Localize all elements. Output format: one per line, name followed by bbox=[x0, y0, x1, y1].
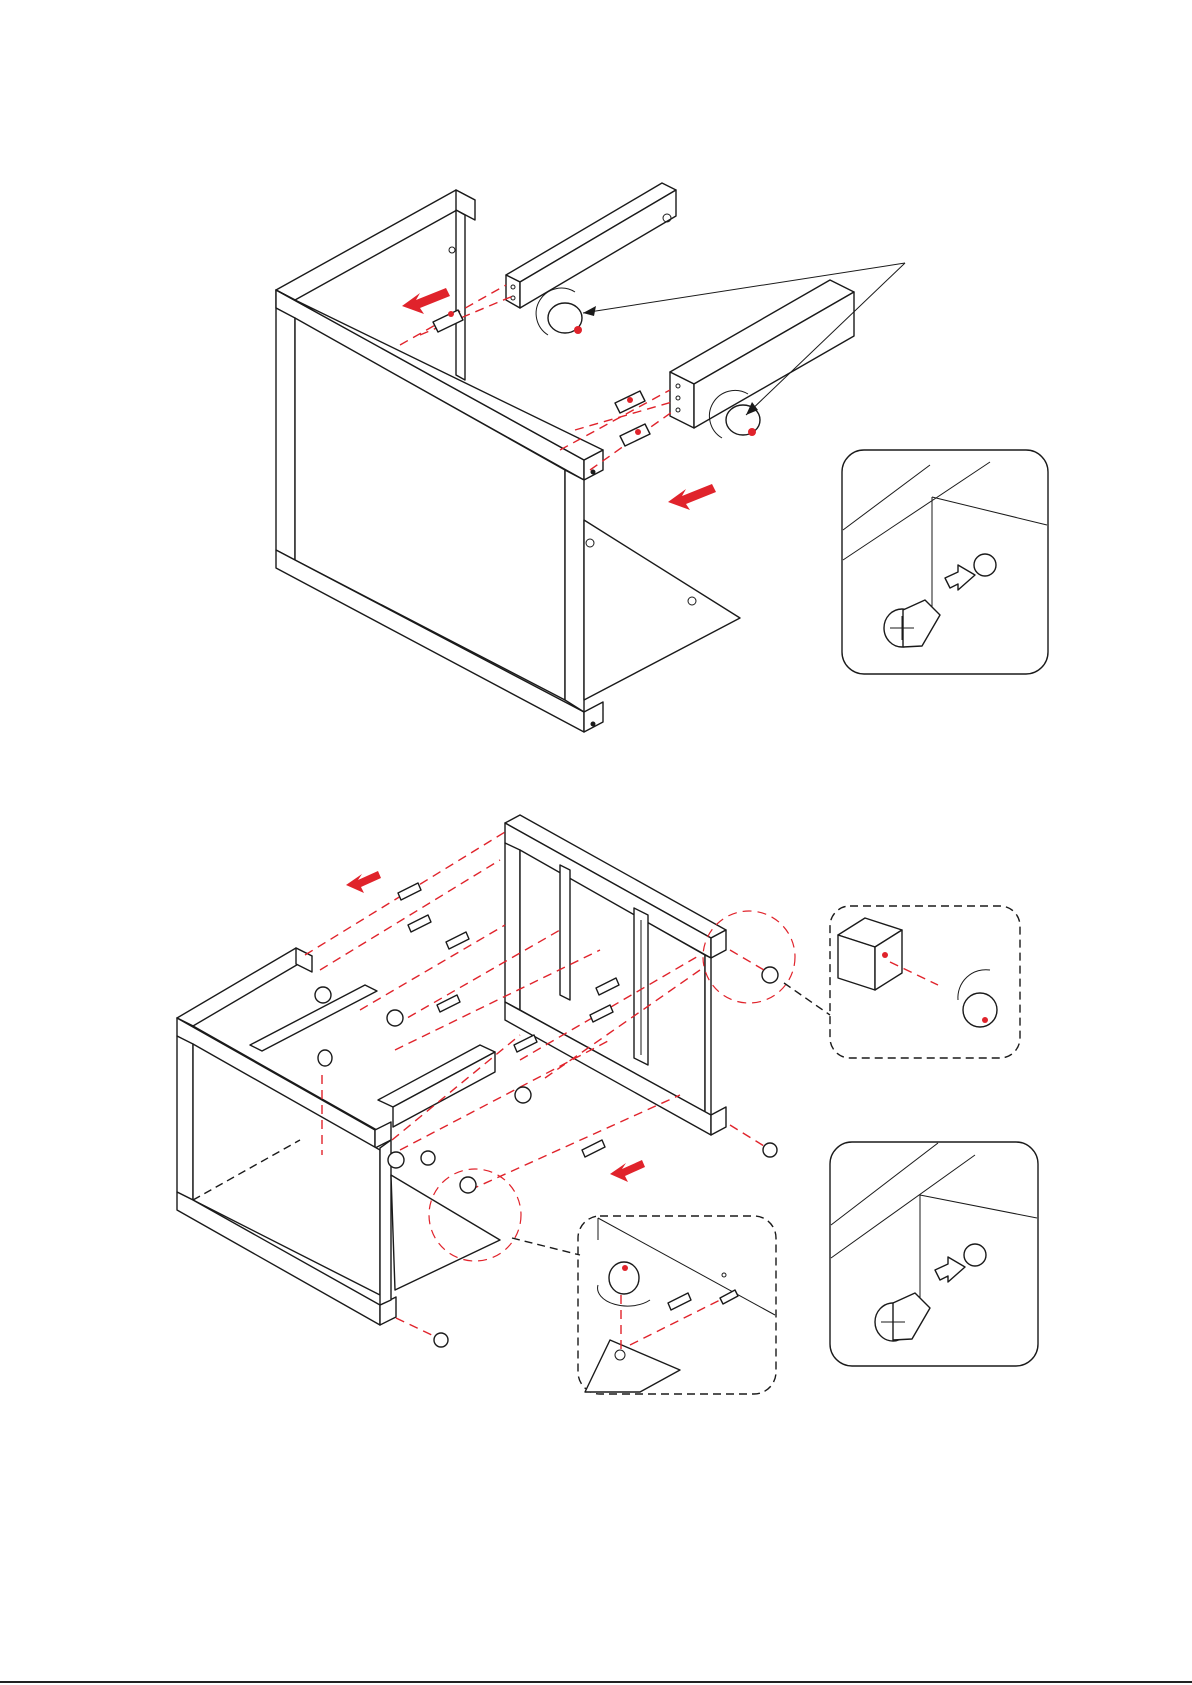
step1-assembly bbox=[276, 183, 1048, 732]
step1-rear-rail bbox=[506, 183, 676, 308]
step2-cam-detail-box bbox=[830, 1142, 1038, 1366]
page-footer-rule bbox=[0, 1681, 1192, 1683]
step2-assembly bbox=[177, 815, 1038, 1394]
step1-detail-box bbox=[842, 450, 1048, 674]
drawer-slide bbox=[560, 865, 570, 1000]
step2-bolt-detail-box bbox=[578, 1216, 776, 1394]
step2-glide-detail-box bbox=[830, 906, 1020, 1058]
step2-bottom-panel bbox=[391, 1175, 500, 1290]
step1-bottom-panel bbox=[584, 520, 740, 700]
step1-front-rail bbox=[670, 280, 854, 428]
